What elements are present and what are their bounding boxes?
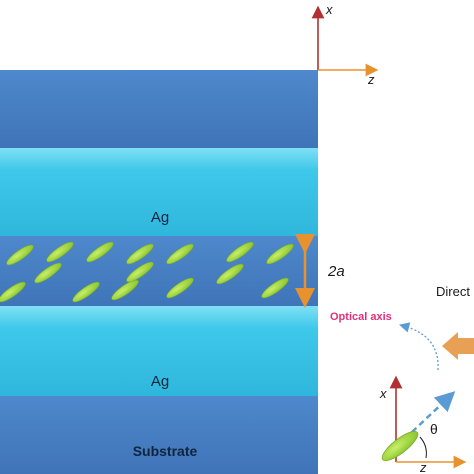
molecule [216, 263, 244, 285]
bottom-x-axis-label: x [379, 386, 387, 401]
molecule [166, 243, 194, 265]
bottom-ag-layer [0, 306, 318, 396]
molecule [6, 244, 34, 266]
theta-angle-arc [419, 436, 427, 459]
ag-bottom-label: Ag [151, 373, 169, 390]
bottom-z-axis-label: z [419, 460, 427, 474]
top-cladding-layer [0, 70, 318, 148]
molecule [126, 261, 154, 283]
molecule [266, 243, 294, 265]
molecule [86, 241, 114, 263]
thickness-label: 2a [327, 263, 345, 280]
direction-label: Direct [436, 284, 470, 299]
top-x-axis-label: x [325, 2, 333, 17]
molecule [111, 279, 139, 301]
molecule-axis-dashed-arrow [411, 391, 456, 433]
molecule [261, 277, 289, 299]
top-ag-layer [0, 148, 318, 236]
molecule [0, 281, 26, 303]
molecule [34, 262, 62, 284]
optical-axis-curve-arrow [398, 322, 439, 371]
molecule [126, 243, 154, 265]
top-z-axis-label: z [367, 72, 375, 87]
substrate-layer [0, 396, 318, 474]
molecule [72, 281, 100, 303]
molecule [166, 277, 194, 299]
theta-label: θ [430, 421, 438, 437]
optical-axis-label: Optical axis [330, 311, 392, 323]
molecule [46, 241, 74, 263]
direction-arrow-icon [442, 332, 474, 360]
ag-top-label: Ag [151, 209, 169, 226]
substrate-label: Substrate [133, 443, 198, 459]
molecule [226, 241, 254, 263]
molecules-group [0, 241, 294, 303]
tilted-molecule [381, 430, 419, 462]
